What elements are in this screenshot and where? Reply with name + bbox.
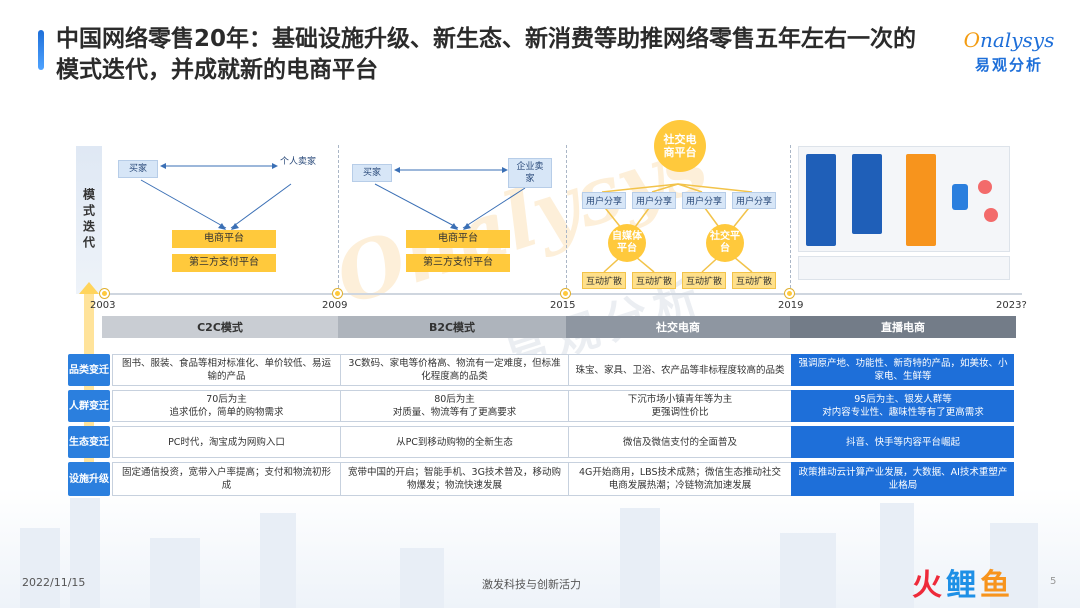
infographic-column (852, 154, 882, 234)
skyline-background (0, 488, 1080, 608)
b2c-seller: 企业卖家 (508, 158, 552, 188)
table-cell: 80后为主 对质量、物流等有了更高要求 (340, 390, 568, 422)
spread-box: 互动扩散 (732, 272, 777, 289)
table-cell: 4G开始商用，LBS技术成熟；微信生态推动社交电商发展热潮；冷链物流加速发展 (568, 462, 791, 496)
user-avatar-icon (984, 208, 998, 222)
share-box: 用户分享 (682, 192, 727, 209)
timeline-dot (100, 289, 109, 298)
partner-logo-strip (798, 256, 1010, 280)
stage-social: 社交电商 (566, 316, 790, 338)
spread-box: 互动扩散 (632, 272, 677, 289)
table-cell: 70后为主 追求低价，简单的购物需求 (112, 390, 340, 422)
stage-divider (338, 145, 339, 293)
vertical-arrow-head (79, 282, 99, 294)
page-title: 中国网络零售20年：基础设施升级、新生态、新消费等助推网络零售五年左右一次的模式… (56, 26, 917, 83)
row-label-people: 人群变迁 (68, 390, 110, 422)
table-cell: 下沉市场小镇青年等为主 更强调性价比 (568, 390, 791, 422)
social-commerce-diagram: 社交电商平台 用户分享 用户分享 用户分享 用户分享 自媒体平台 社交平台 互动… (568, 120, 788, 292)
table-cell: 固定通信投资，宽带入户率提高；支付和物流初形成 (112, 462, 340, 496)
b2c-diagram: 买家 企业卖家 电商平台 第三方支付平台 (340, 144, 564, 292)
b2c-payment: 第三方支付平台 (406, 254, 510, 272)
huoliyu-logo: 火鲤鱼 (912, 568, 1014, 603)
table-row: 70后为主 追求低价，简单的购物需求 80后为主 对质量、物流等有了更高要求 下… (112, 390, 1014, 422)
row-label-category: 品类变迁 (68, 354, 110, 386)
infographic-column (806, 154, 836, 246)
year-label: 2003 (90, 300, 116, 311)
table-cell: 95后为主、银发人群等 对内容专业性、趣味性等有了更高需求 (791, 390, 1014, 422)
b2c-arrows (374, 167, 526, 230)
table-cell: 图书、服装、食品等相对标准化、单价较低、易运输的产品 (112, 354, 340, 386)
b2c-buyer: 买家 (352, 164, 392, 182)
c2c-payment: 第三方支付平台 (172, 254, 276, 272)
share-box: 用户分享 (632, 192, 677, 209)
footer-slogan: 激发科技与创新活力 (482, 578, 581, 591)
c2c-arrows (140, 163, 292, 230)
share-box: 用户分享 (582, 192, 627, 209)
table-row: 图书、服装、食品等相对标准化、单价较低、易运输的产品 3C数码、家电等价格高、物… (112, 354, 1014, 386)
year-label: 2009 (322, 300, 348, 311)
table-cell: 珠宝、家具、卫浴、农产品等非标程度较高的品类 (568, 354, 791, 386)
stage-b2c: B2C模式 (338, 316, 566, 338)
table-cell: 强调原产地、功能性、新奇特的产品，如美妆、小家电、生鲜等 (791, 354, 1014, 386)
table-cell: 宽带中国的开启；智能手机、3G技术普及，移动购物爆发；物流快速发展 (340, 462, 568, 496)
c2c-platform: 电商平台 (172, 230, 276, 248)
stage-c2c: C2C模式 (102, 316, 338, 338)
table-cell: 从PC到移动购物的全新生态 (340, 426, 568, 458)
year-label: 2015 (550, 300, 576, 311)
logo-english: Onalysys (963, 28, 1055, 52)
footer-date: 2022/11/15 (22, 576, 86, 589)
share-box: 用户分享 (732, 192, 777, 209)
stage-divider (566, 145, 567, 293)
table-cell: 抖音、快手等内容平台崛起 (791, 426, 1014, 458)
c2c-diagram: 买家 个人卖家 电商平台 第三方支付平台 (106, 144, 336, 292)
stage-divider (790, 145, 791, 293)
table-cell: 微信及微信支付的全面普及 (568, 426, 791, 458)
infographic-column (906, 154, 936, 246)
user-avatar-icon (978, 180, 992, 194)
stage-live: 直播电商 (790, 316, 1016, 338)
spread-box: 互动扩散 (682, 272, 727, 289)
table-row: 固定通信投资，宽带入户率提高；支付和物流初形成 宽带中国的开启；智能手机、3G技… (112, 462, 1014, 496)
table-cell: 3C数码、家电等价格高、物流有一定难度，但标准化程度高的品类 (340, 354, 568, 386)
spread-box: 互动扩散 (582, 272, 627, 289)
timeline-dot (333, 289, 342, 298)
live-commerce-infographic (794, 144, 1018, 292)
c2c-buyer: 买家 (118, 160, 158, 178)
social-platform-circle: 社交平台 (706, 224, 744, 262)
year-label: 2019 (778, 300, 804, 311)
analysys-logo: Onalysys 易观分析 (950, 28, 1068, 75)
logo-chinese: 易观分析 (974, 56, 1043, 74)
c2c-seller: 个人卖家 (279, 157, 316, 167)
table-cell: 政策推动云计算产业发展，大数据、AI技术重塑产业格局 (791, 462, 1014, 496)
model-iteration-label: 模式迭代 (76, 146, 102, 294)
social-hub-circle: 社交电商平台 (654, 120, 706, 172)
phone-icon (952, 184, 968, 210)
row-label-infrastructure: 设施升级 (68, 462, 110, 496)
page-number: 5 (1050, 576, 1057, 587)
row-label-ecosystem: 生态变迁 (68, 426, 110, 458)
title-accent-bar (38, 30, 44, 70)
timeline-dot (561, 289, 570, 298)
timeline-dot (785, 289, 794, 298)
b2c-platform: 电商平台 (406, 230, 510, 248)
table-cell: PC时代，淘宝成为网购入口 (112, 426, 340, 458)
table-row: PC时代，淘宝成为网购入口 从PC到移动购物的全新生态 微信及微信支付的全面普及… (112, 426, 1014, 458)
self-media-circle: 自媒体平台 (608, 224, 646, 262)
year-label: 2023? (996, 300, 1027, 311)
